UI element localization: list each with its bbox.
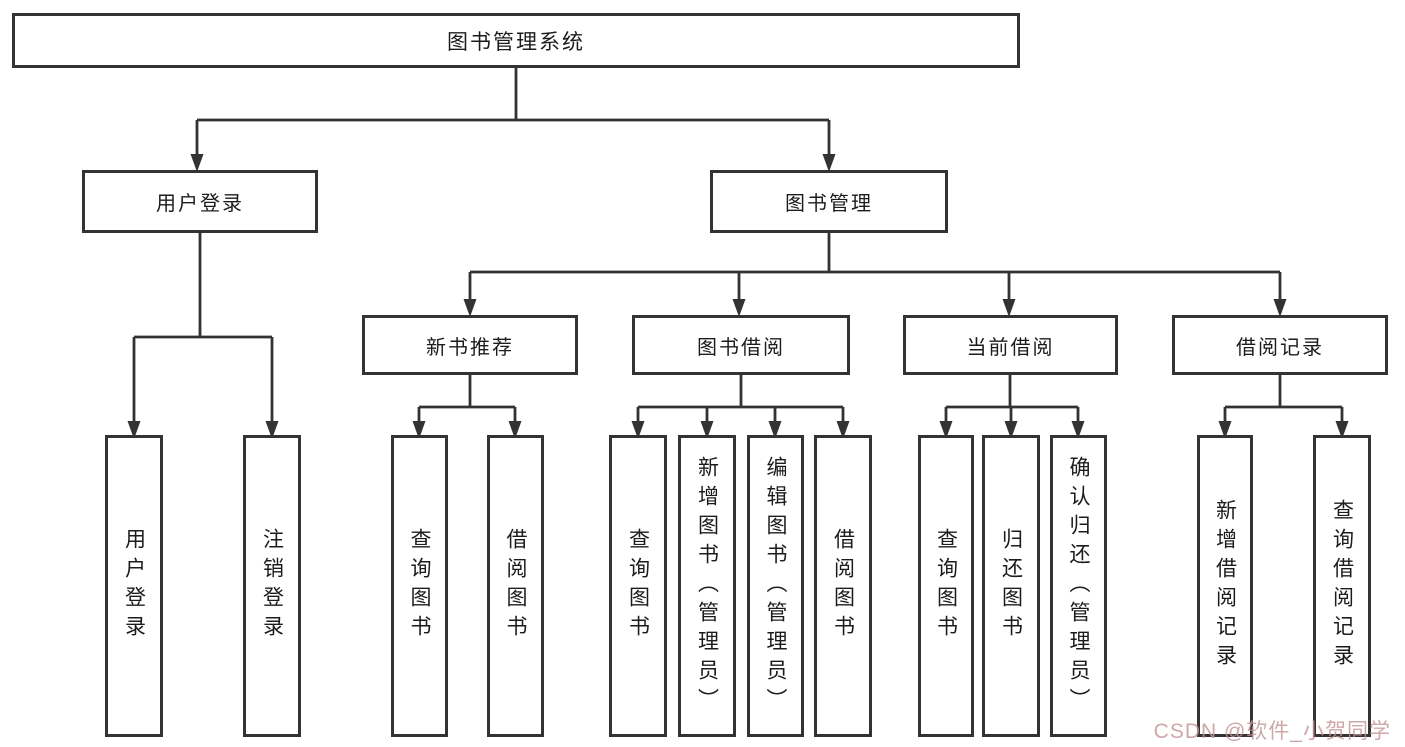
leaf-confirm-return-admin-label: 确认归还（管理员） bbox=[1067, 455, 1090, 717]
leaf-recommend-query-book: 查询图书 bbox=[391, 435, 448, 737]
leaf-add-borrow-record-label: 新增借阅记录 bbox=[1213, 499, 1237, 673]
leaf-add-book-admin-label: 新增图书（管理员） bbox=[695, 455, 719, 717]
node-current-borrow-label: 当前借阅 bbox=[966, 336, 1055, 359]
node-book-borrow: 图书借阅 bbox=[632, 315, 850, 375]
node-new-book-recommend-label: 新书推荐 bbox=[426, 336, 514, 359]
leaf-user-login: 用户登录 bbox=[105, 435, 163, 737]
leaf-return-book: 归还图书 bbox=[982, 435, 1040, 737]
leaf-return-book-label: 归还图书 bbox=[999, 528, 1023, 644]
node-borrow-records-label: 借阅记录 bbox=[1236, 336, 1324, 359]
leaf-borrow-borrow-book-label: 借阅图书 bbox=[831, 528, 855, 644]
leaf-add-book-admin: 新增图书（管理员） bbox=[678, 435, 736, 737]
node-book-management: 图书管理 bbox=[710, 170, 948, 233]
leaf-logout: 注销登录 bbox=[243, 435, 301, 737]
leaf-current-query-book-label: 查询图书 bbox=[934, 528, 958, 644]
node-new-book-recommend: 新书推荐 bbox=[362, 315, 578, 375]
leaf-confirm-return-admin: 确认归还（管理员） bbox=[1050, 435, 1107, 737]
node-root-label: 图书管理系统 bbox=[447, 30, 585, 54]
node-user-login-label: 用户登录 bbox=[156, 193, 244, 215]
node-root: 图书管理系统 bbox=[12, 13, 1020, 68]
node-current-borrow: 当前借阅 bbox=[903, 315, 1118, 375]
node-user-login: 用户登录 bbox=[82, 170, 318, 233]
node-book-borrow-label: 图书借阅 bbox=[697, 336, 785, 359]
leaf-edit-book-admin-label: 编辑图书（管理员） bbox=[764, 455, 787, 717]
node-borrow-records: 借阅记录 bbox=[1172, 315, 1388, 375]
leaf-add-borrow-record: 新增借阅记录 bbox=[1197, 435, 1253, 737]
leaf-query-borrow-record: 查询借阅记录 bbox=[1313, 435, 1371, 737]
leaf-logout-label: 注销登录 bbox=[260, 528, 284, 644]
leaf-recommend-query-book-label: 查询图书 bbox=[408, 528, 431, 644]
leaf-edit-book-admin: 编辑图书（管理员） bbox=[747, 435, 804, 737]
csdn-watermark: CSDN @软件_小贺同学 bbox=[1153, 720, 1391, 743]
leaf-borrow-borrow-book: 借阅图书 bbox=[814, 435, 872, 737]
leaf-recommend-borrow-book-label: 借阅图书 bbox=[504, 528, 527, 644]
leaf-current-query-book: 查询图书 bbox=[918, 435, 974, 737]
leaf-recommend-borrow-book: 借阅图书 bbox=[487, 435, 544, 737]
node-book-management-label: 图书管理 bbox=[785, 193, 873, 215]
leaf-borrow-query-book-label: 查询图书 bbox=[626, 528, 650, 644]
leaf-user-login-label: 用户登录 bbox=[122, 528, 146, 644]
leaf-borrow-query-book: 查询图书 bbox=[609, 435, 667, 737]
leaf-query-borrow-record-label: 查询借阅记录 bbox=[1330, 499, 1354, 673]
